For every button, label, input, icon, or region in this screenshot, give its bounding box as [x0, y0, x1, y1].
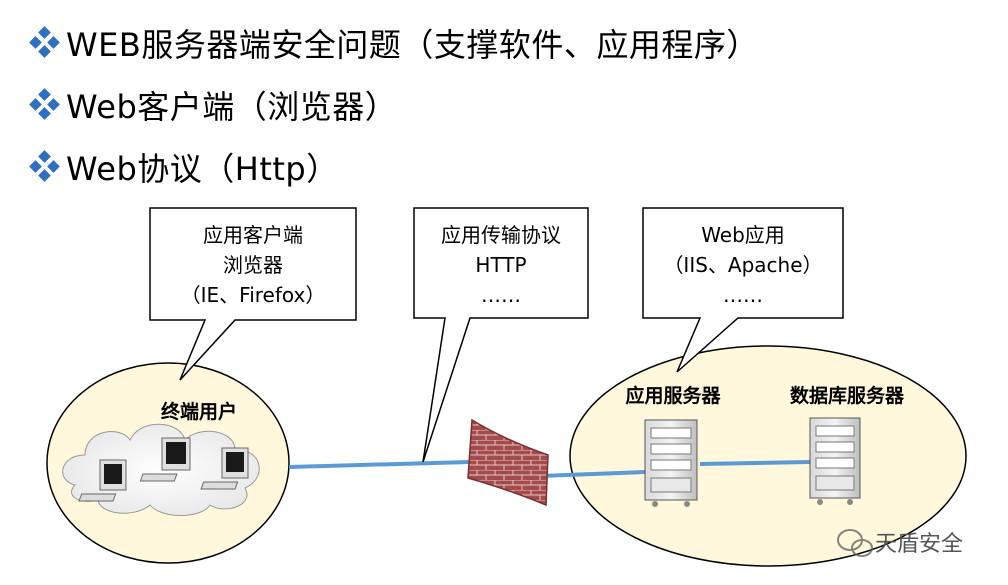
callout-client [149, 207, 357, 381]
bullet-item-client: Web客户端（浏览器） [28, 74, 759, 136]
callout-protocol-line3: …… [481, 283, 521, 307]
network-link-client [288, 460, 471, 469]
callout-protocol [413, 207, 589, 463]
diamond-cluster-icon [29, 26, 60, 58]
client-cloud [62, 423, 260, 516]
tower-server-icon [644, 419, 698, 507]
callout-app-line3: …… [723, 283, 763, 307]
callout-app [642, 207, 844, 373]
network-link-server [539, 470, 646, 478]
desktop-computer-icon [200, 447, 249, 490]
diamond-cluster-icon [29, 150, 60, 182]
callout-protocol-line1: 应用传输协议 [441, 223, 561, 247]
bullet-text: Web协议（Http） [66, 150, 339, 188]
network-link-db [699, 460, 811, 466]
bullet-text: WEB服务器端安全问题（支撑软件、应用程序） [66, 26, 759, 64]
callout-app-line2: （IIS、Apache） [663, 253, 822, 277]
bullet-text: Web客户端（浏览器） [66, 88, 398, 126]
bullet-item-server: WEB服务器端安全问题（支撑软件、应用程序） [28, 12, 759, 74]
desktop-computer-icon [139, 437, 191, 482]
brick-wall-icon [467, 418, 549, 507]
diamond-cluster-icon [29, 88, 60, 120]
callout-protocol-line2: HTTP [475, 253, 526, 277]
server-zone [569, 345, 967, 567]
app-server-label: 应用服务器 [625, 384, 721, 407]
tower-server-icon [809, 417, 861, 505]
watermark-text: 天盾安全 [875, 532, 963, 557]
wechat-icon [837, 529, 873, 557]
bullet-item-protocol: Web协议（Http） [28, 136, 759, 198]
callout-client-line1: 应用客户端 [203, 223, 303, 247]
bullet-list: WEB服务器端安全问题（支撑软件、应用程序） Web客户端（浏览器） Web协议… [28, 12, 759, 198]
callout-client-line2: 浏览器 [223, 253, 283, 277]
db-server-label: 数据库服务器 [790, 384, 905, 407]
end-user-label: 终端用户 [161, 400, 237, 423]
callout-client-line3: （IE、Firefox） [181, 283, 326, 307]
callout-app-line1: Web应用 [701, 223, 785, 247]
desktop-computer-icon [78, 459, 127, 502]
